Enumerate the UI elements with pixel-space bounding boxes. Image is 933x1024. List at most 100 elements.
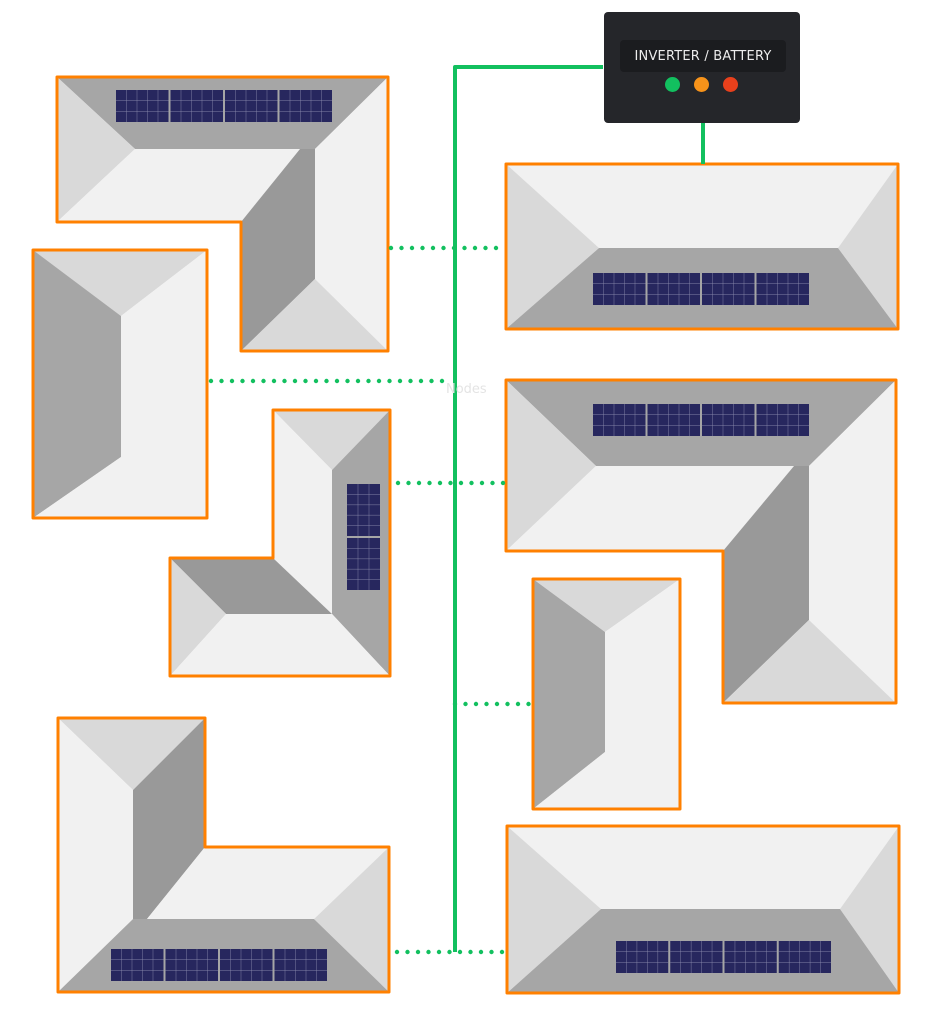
connection-dot [394,949,400,955]
connection-dot [366,378,371,384]
roof-7[interactable] [531,577,682,811]
solar-panel-array [593,273,809,305]
solar-panel-array [111,949,327,981]
connection-dot [219,378,224,384]
roof-5[interactable] [504,162,900,331]
connection-dot [457,949,463,955]
connection-dot [415,949,421,955]
solar-panel [220,949,273,981]
connection-dot [395,480,401,486]
connection-dot [416,480,422,486]
roof-3[interactable] [168,408,392,678]
connection-dot [469,480,474,486]
roof-facet [533,579,680,809]
roof-facet [809,380,896,703]
roof-facet [533,579,680,632]
connection-dot [447,949,452,955]
roof-facet [147,847,389,919]
roof-2[interactable] [31,248,209,520]
connection-dot [399,245,404,251]
solar-panel [347,538,380,590]
roof-facet [315,77,388,351]
roof-facet [506,164,898,248]
connection-dot [493,245,499,251]
roof-facet [506,380,596,551]
roof-facet [273,410,390,470]
connection-dot [420,245,425,251]
connection-dot [303,378,308,384]
roof-8[interactable] [505,824,901,995]
connection-dot [468,949,473,955]
connection-dot [261,378,266,384]
connection-dot [324,378,329,384]
connection-dot [437,480,443,486]
inverter-label: INVERTER / BATTERY [620,40,786,72]
roof-facet [241,149,315,351]
roof-facet [533,579,605,809]
connection-dot [409,245,415,251]
roof-facet [314,847,389,992]
solar-panel-array [347,484,380,590]
connection-dot [240,378,245,384]
roof-facet [170,558,226,676]
roof-facet [33,250,207,316]
connection-dot [418,378,424,384]
inverter-battery-unit[interactable]: INVERTER / BATTERY [604,12,800,123]
roof-6[interactable] [504,378,898,705]
connection-dot [406,480,411,486]
connection-dot [282,378,287,384]
connection-dot [250,378,256,384]
roof-facet [840,826,899,993]
roof-outline [55,75,390,353]
connection-dot [490,480,495,486]
roof-facet [506,466,794,551]
roof-4[interactable] [56,716,391,994]
connections-layer [208,65,705,955]
roof-facet [507,826,899,909]
connection-dot [405,949,410,955]
connection-dot [472,245,478,251]
solar-panel [225,90,278,122]
connection-dot [376,378,382,384]
roof-facet [170,558,332,614]
connection-dot [229,378,235,384]
connection-dot [436,949,442,955]
solar-panel [116,90,169,122]
connection-dot [313,378,319,384]
dotted-connection [208,378,445,384]
connection-dot [478,949,484,955]
roof-facet [170,614,390,676]
roof-facet [57,77,135,222]
connection-dot [484,701,489,707]
roof-facet [723,466,809,703]
connection-dot [462,245,467,251]
roof-facet [506,164,599,329]
connection-dot [387,378,392,384]
dotted-connection [395,480,506,486]
roof-facet [241,279,388,351]
dotted-connection [394,949,505,955]
connection-dot [483,245,488,251]
dotted-connection [452,701,531,707]
roof-facet [838,164,898,329]
solar-panel-array [616,941,831,973]
roof-facet [58,718,133,992]
solar-panel [647,273,700,305]
connection-dot [388,245,394,251]
roof-outline [31,248,209,520]
connection-dot [345,378,350,384]
connection-dot [451,245,457,251]
roof-facet [57,149,300,222]
roof-1[interactable] [55,75,390,353]
dotted-connection [388,245,499,251]
roof-outline [56,716,391,994]
solar-panel [756,273,809,305]
nodes-label: Nodes [446,382,487,397]
roof-facet [507,826,601,993]
connection-dot [479,480,485,486]
roof-facet [273,410,332,614]
roof-outline [504,162,900,331]
red-status-light-icon [723,77,738,92]
connection-dot [452,701,458,707]
